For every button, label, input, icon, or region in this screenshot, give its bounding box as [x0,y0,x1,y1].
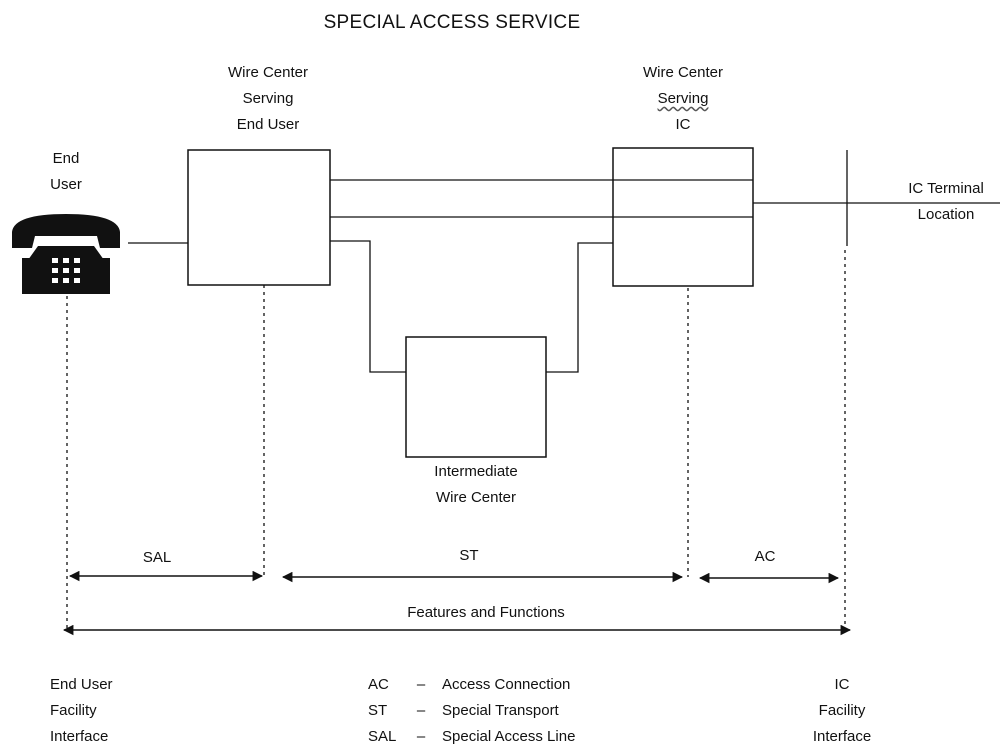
wire-center-end-user-label: Wire Center Serving End User [227,64,309,133]
sal-label: SAL [142,549,172,566]
end-user-facility-interface-label: End User Facility Interface [50,676,113,745]
telephone-icon [12,214,120,294]
features-functions-label: Features and Functions [407,604,565,621]
span-arrows [62,570,852,636]
abbreviation-legend: AC–Access Connection ST–Special Transpor… [368,672,575,750]
intermediate-wire-center-box [405,336,547,458]
end-user-label: End User [50,150,82,193]
wire-center-ic-label: Wire Center Serving IC [642,64,724,133]
ic-terminal-location-label: IC Terminal Location [908,180,984,223]
legend-row: ST–Special Transport [368,702,559,719]
st-label: ST [459,547,479,564]
ic-facility-interface-label: IC Facility Interface [812,676,872,745]
wire-center-end-user-box [187,149,331,286]
ac-label: AC [754,548,776,565]
diagram-title: SPECIAL ACCESS SERVICE [323,12,581,33]
connection-lines [128,150,1000,373]
legend-row: SAL–Special Access Line [368,728,576,745]
legend-row: AC–Access Connection [368,676,571,693]
intermediate-wire-center-label: Intermediate Wire Center [434,463,518,506]
dotted-drop-lines [66,250,846,632]
